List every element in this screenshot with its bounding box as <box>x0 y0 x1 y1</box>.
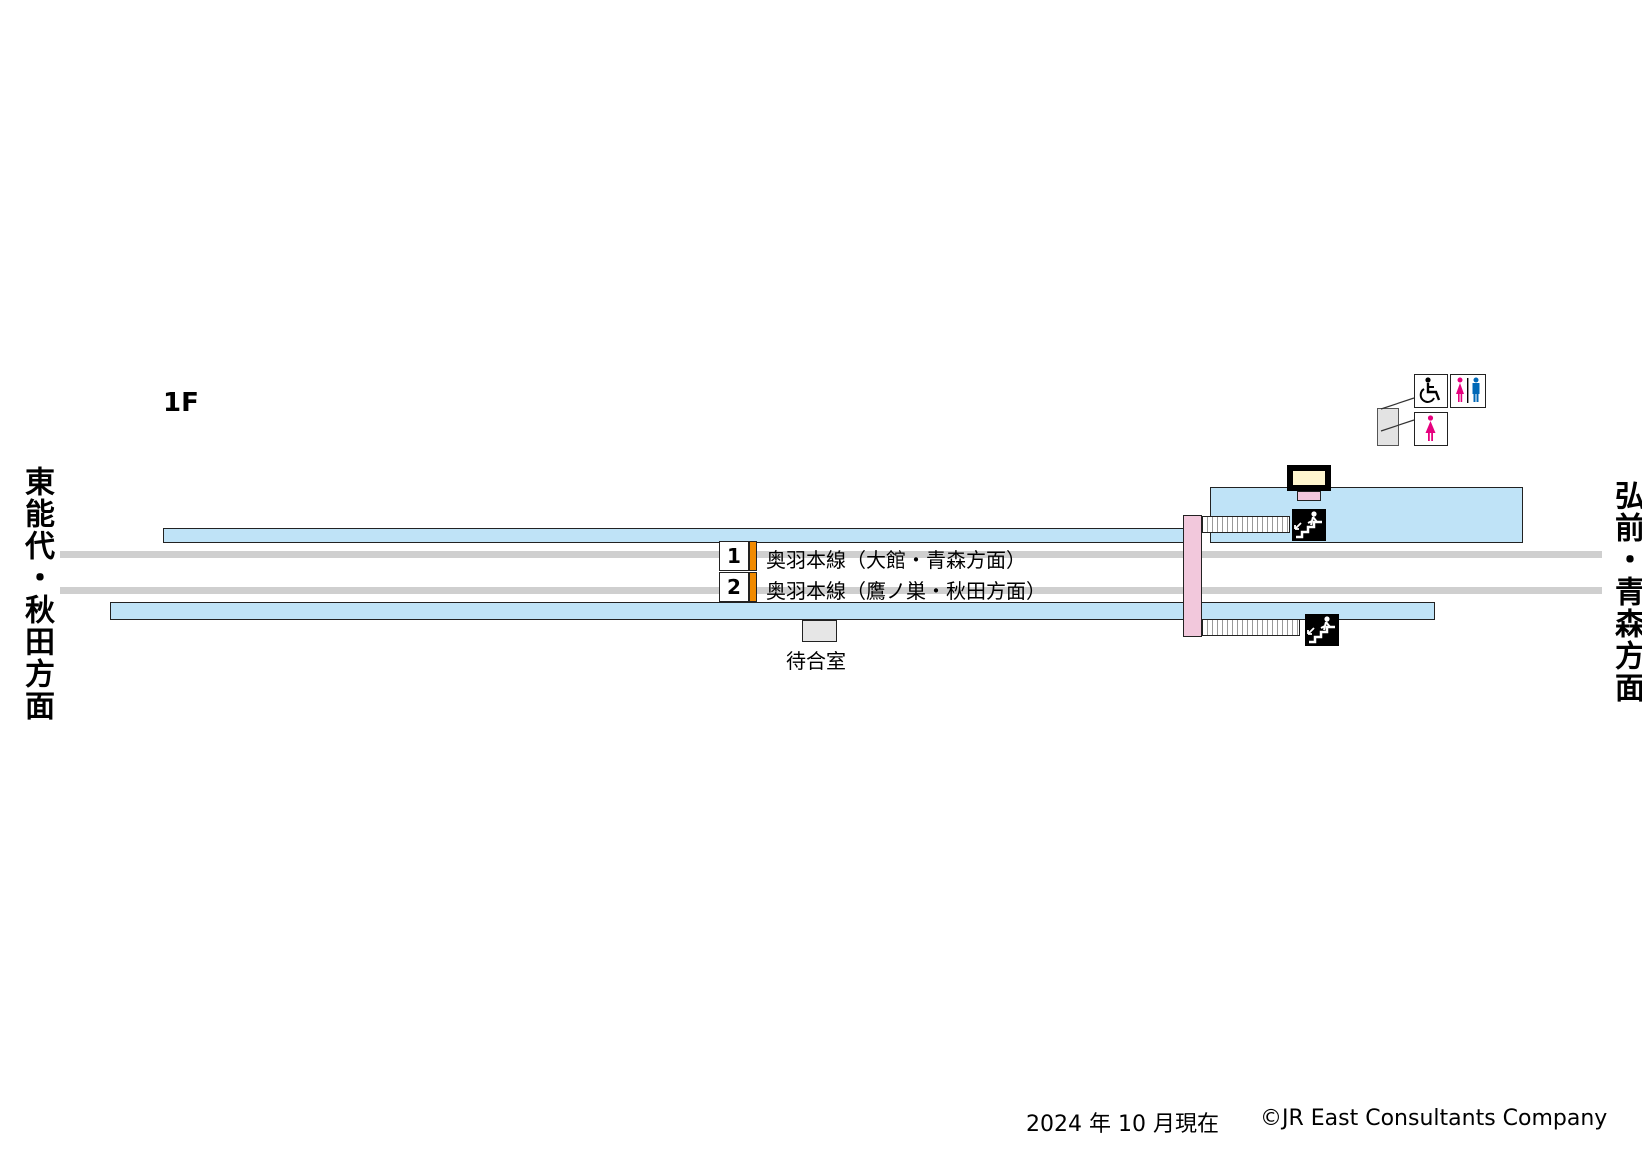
track-1-marker <box>749 541 757 571</box>
stairs-upper <box>1202 516 1290 533</box>
as-of-date: 2024 年 10 月現在 <box>1026 1112 1219 1137</box>
restroom-building <box>1377 408 1399 446</box>
direction-right-label: 弘前・青森方面 <box>1609 480 1642 704</box>
track-1-number: 1 <box>719 541 749 571</box>
wheelchair-icon <box>1414 374 1448 408</box>
waiting-room <box>802 620 837 642</box>
entrance-connector <box>1297 491 1321 501</box>
stairs-lower <box>1202 619 1300 636</box>
track-1-label: 奥羽本線（大館・青森方面） <box>766 548 1026 572</box>
track-2-marker <box>749 572 757 602</box>
track-2-label: 奥羽本線（鷹ノ巣・秋田方面） <box>766 579 1046 603</box>
platform-upper-east <box>1210 487 1523 543</box>
stairs-up-icon <box>1292 509 1326 541</box>
track-2-number: 2 <box>719 572 749 602</box>
platform-lower <box>110 602 1435 620</box>
footbridge <box>1183 515 1202 637</box>
floor-label: 1F <box>163 388 199 418</box>
restroom-icon <box>1450 374 1486 408</box>
platform-upper <box>163 528 1193 543</box>
copyright: ©JR East Consultants Company <box>1260 1106 1608 1131</box>
stairs-up-icon <box>1305 614 1339 646</box>
womens-restroom-icon <box>1414 412 1448 446</box>
direction-left-label: 東能代・秋田方面 <box>19 466 54 722</box>
track-2-rail <box>60 587 1602 594</box>
waiting-room-label: 待合室 <box>786 649 846 673</box>
restroom-leader-lines <box>1380 397 1415 432</box>
station-entrance-icon <box>1287 465 1331 491</box>
track-1-rail <box>60 551 1602 558</box>
